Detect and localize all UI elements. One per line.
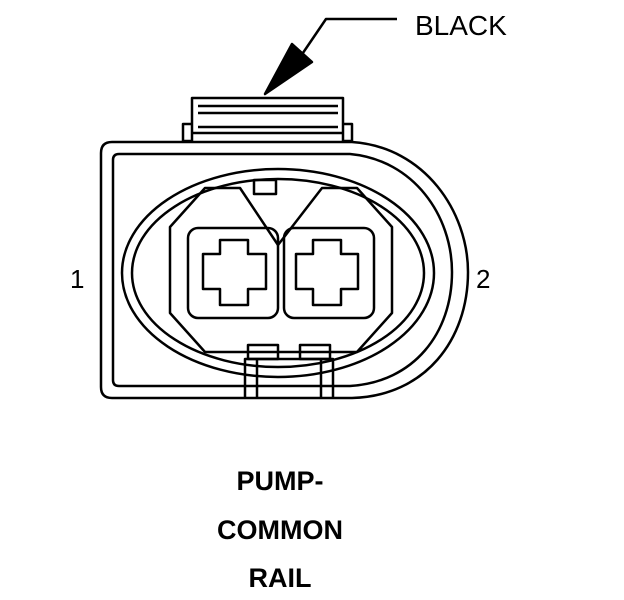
locking-tab [181, 96, 354, 143]
terminal-insert [168, 186, 394, 354]
seal-ring-outer [120, 167, 436, 379]
pin-1-label: 1 [70, 264, 85, 294]
terminal-cavity-1 [201, 238, 268, 307]
caption-line-1: PUMP- [236, 466, 324, 496]
connector-housing [99, 140, 470, 400]
housing-inner-edge [111, 152, 454, 388]
caption-line-2: COMMON [217, 515, 343, 545]
callout-color-label: BLACK [415, 10, 507, 41]
cavity-pocket-1 [186, 226, 280, 320]
caption-line-3: RAIL [248, 563, 312, 593]
seal-ring-inner [130, 177, 426, 369]
cavity-pocket-2 [282, 226, 376, 320]
pin-2-label: 2 [476, 264, 491, 294]
callout-leader [263, 17, 397, 96]
bottom-keyway [243, 343, 335, 398]
top-key [252, 178, 278, 196]
terminal-cavity-2 [294, 238, 360, 307]
